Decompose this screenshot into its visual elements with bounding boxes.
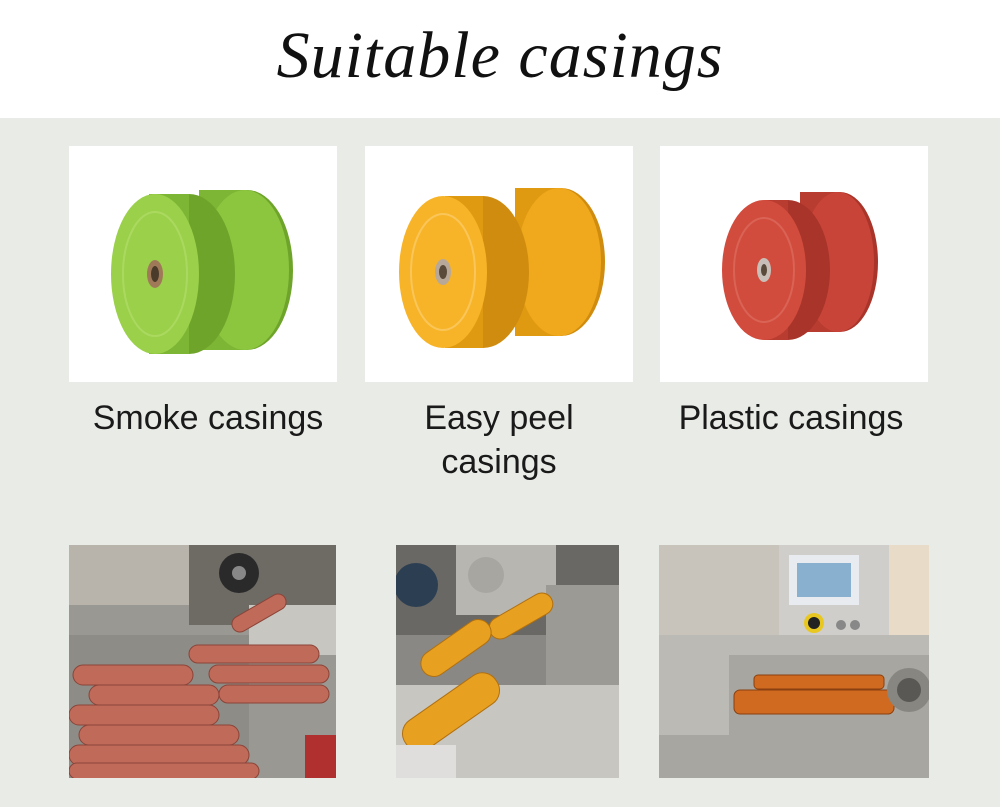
easy-peel-casings-label-line2: casings bbox=[441, 443, 557, 481]
smoke-casings-label: Smoke casings bbox=[92, 399, 324, 437]
header-band bbox=[0, 0, 1000, 118]
page-title: Suitable casings bbox=[276, 19, 724, 92]
plastic-casing-filling-machine-photo bbox=[659, 545, 929, 778]
easy-peel-filling-machine-photo bbox=[396, 545, 619, 778]
smoke-casing-roll-image bbox=[69, 146, 337, 382]
plastic-casing-roll-image bbox=[660, 146, 928, 382]
plastic-casings-label: Plastic casings bbox=[678, 399, 904, 437]
easy-peel-casing-roll-image bbox=[365, 146, 633, 382]
smoke-sausage-production-photo bbox=[69, 545, 336, 778]
easy-peel-casings-label-line1: Easy peel bbox=[424, 399, 574, 437]
